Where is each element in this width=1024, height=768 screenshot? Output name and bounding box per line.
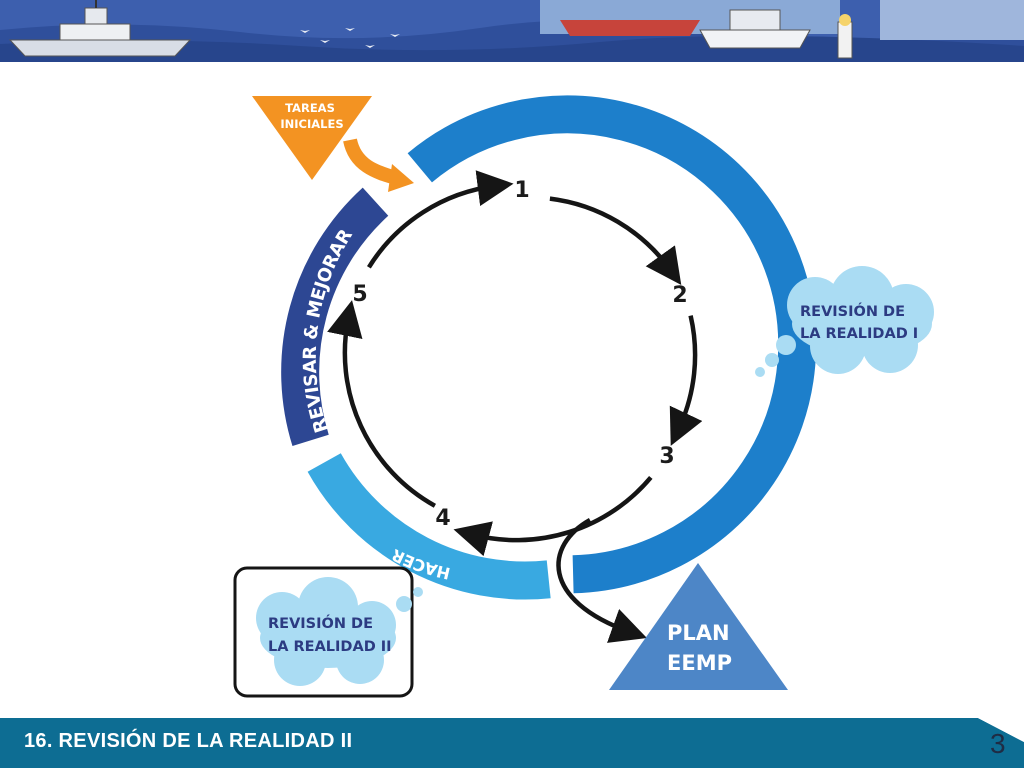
label-planear-right: PLANEAR bbox=[659, 222, 733, 300]
svg-text:PLAN EEMP: PLAN EEMP bbox=[667, 621, 737, 675]
ring-segment-hacer bbox=[307, 453, 551, 600]
tareas-iniciales-line-2: INICIALES bbox=[280, 117, 343, 131]
arrow-5-to-1 bbox=[366, 170, 514, 269]
plan-eemp-triangle: PLAN EEMP bbox=[609, 563, 788, 690]
cloud-1-line-1: REVISIÓN DE bbox=[800, 302, 905, 320]
step-number-4: 4 bbox=[435, 506, 450, 531]
cloud-1-line-2: LA REALIDAD I bbox=[800, 326, 918, 342]
birds-illustration bbox=[300, 28, 400, 48]
tareas-iniciales-line-1: TAREAS bbox=[285, 101, 335, 115]
plan-eemp-line-1: PLAN bbox=[667, 621, 730, 645]
footer-background bbox=[0, 718, 1024, 768]
label-planear-top: PLANEAR bbox=[489, 148, 584, 185]
cloud-revision-realidad-2: REVISIÓN DE LA REALIDAD II bbox=[256, 577, 423, 686]
svg-text:TAREAS INICIALES: TAREAS INICIALES bbox=[280, 101, 343, 131]
harbour-illustration-right bbox=[540, 0, 1024, 59]
arrow-1-to-2 bbox=[549, 196, 682, 286]
arrow-2-to-3 bbox=[669, 315, 703, 446]
header-banner-illustration bbox=[0, 0, 1024, 62]
footer-title: 16. REVISIÓN DE LA REALIDAD II bbox=[24, 730, 353, 752]
footer-bar: 16. REVISIÓN DE LA REALIDAD II 3 bbox=[0, 718, 1024, 768]
step-number-3: 3 bbox=[659, 444, 674, 469]
arrow-4-to-5 bbox=[327, 300, 436, 508]
ring-segment-revisar-mejorar bbox=[281, 187, 389, 447]
ring-segment-planear bbox=[407, 95, 817, 594]
step-number-5: 5 bbox=[352, 282, 367, 307]
tareas-entry-arrow bbox=[343, 138, 414, 192]
cloud-2-line-1: REVISIÓN DE bbox=[268, 614, 373, 632]
ship-illustration-left bbox=[8, 0, 192, 57]
arrow-3-to-4 bbox=[453, 475, 653, 557]
tareas-iniciales-box: TAREAS INICIALES bbox=[252, 96, 372, 180]
slide-number: 3 bbox=[990, 728, 1006, 759]
arrow-to-plan bbox=[556, 518, 647, 643]
plan-eemp-line-2: EEMP bbox=[667, 651, 732, 675]
step-number-1: 1 bbox=[514, 178, 529, 203]
cloud-revision-realidad-1: REVISIÓN DE LA REALIDAD I bbox=[755, 266, 934, 377]
cloud-2-line-2: LA REALIDAD II bbox=[268, 639, 392, 655]
step-number-2: 2 bbox=[672, 283, 687, 308]
